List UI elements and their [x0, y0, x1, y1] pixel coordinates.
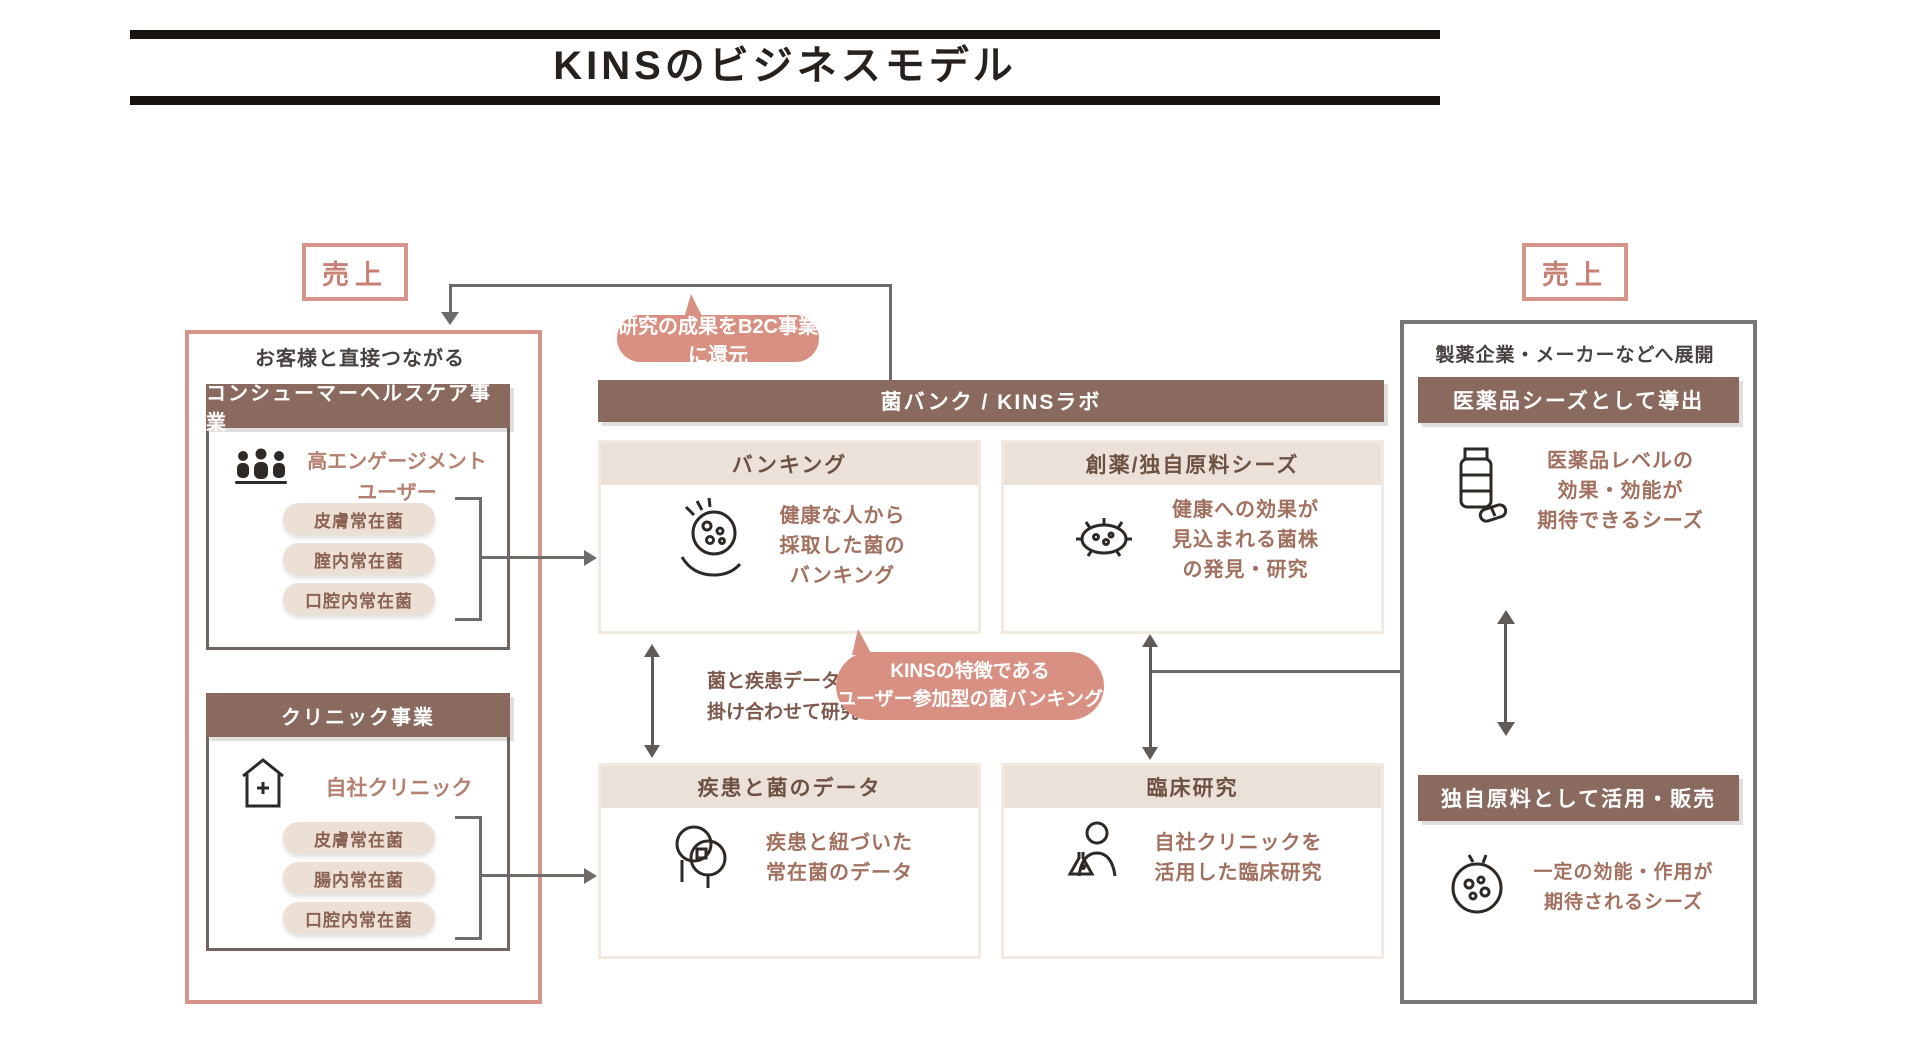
pharma-seeds-content: 医薬品レベルの 効果・効能が 期待できるシーズ: [1418, 445, 1739, 536]
clinic-business-title: クリニック事業: [206, 693, 510, 737]
callout-kins-tail: [852, 629, 872, 655]
cross-arrow-down-icon: [644, 745, 660, 758]
flora-chip: 口腔内常在菌: [283, 583, 435, 615]
disease-data-box: 疾患と菌のデータ 疾患と紐づいた 常在菌のデータ: [598, 763, 981, 959]
b2b-section-box: [1400, 320, 1757, 1004]
ingredient-text: 一定の効能・作用が 期待されるシーズ: [1533, 861, 1714, 913]
callout-user-banking: KINSの特徴である ユーザー参加型の菌バンキング: [836, 652, 1104, 720]
culture-dish-icon: [1443, 848, 1511, 927]
flora-chip: 皮膚常在菌: [283, 503, 435, 535]
kins-lab-title: 菌バンク / KINSラボ: [598, 380, 1384, 422]
researcher-flask-icon: [1063, 818, 1125, 897]
title-rule-bottom: [130, 96, 1440, 105]
consumer-arrow-right-icon: [584, 550, 597, 566]
feedback-line-vertical-left: [449, 286, 452, 313]
consumer-healthcare-title: コンシューマーヘルスケア事業: [206, 383, 510, 434]
ingredient-title: 独自原料として活用・販売: [1418, 775, 1739, 821]
cross-analysis-note: 菌と疾患データを 掛け合わせて研究: [706, 671, 859, 723]
pharma-seeds-title: 医薬品シーズとして導出: [1418, 377, 1739, 423]
callout-b2c: 研究の成果をB2C事業に還元: [617, 315, 819, 367]
sales-badge-right: 売上: [1522, 243, 1628, 301]
consumer-bracket: [455, 497, 482, 621]
clinical-research-text: 自社クリニックを 活用した臨床研究: [1154, 831, 1323, 884]
clinic-to-bank-line: [481, 874, 585, 877]
medicine-bottle-icon: [1453, 445, 1511, 536]
feedback-arrow-down-icon: [441, 312, 459, 325]
crowd-icon: [233, 445, 289, 496]
page-title: KINSのビジネスモデル: [553, 44, 1017, 88]
sales-badge-left: 売上: [302, 243, 408, 301]
flora-chip: 口腔内常在菌: [283, 902, 435, 934]
cross-arrow-line: [651, 655, 654, 747]
consumer-to-bank-line: [481, 556, 585, 559]
flora-chip: 腟内常在菌: [283, 543, 435, 575]
b2c-section-header: お客様と直接つながる: [255, 348, 465, 370]
b2b-arrow-up-icon: [1497, 610, 1515, 624]
banking-title: バンキング: [601, 443, 978, 485]
callout-b2c-tail: [684, 294, 703, 318]
banking-text: 健康な人から 採取した菌の バンキング: [779, 504, 906, 587]
clinic-building-icon: [237, 754, 289, 817]
seeds-clinical-arrow-up-icon: [1142, 634, 1158, 647]
disease-data-title: 疾患と菌のデータ: [601, 766, 978, 808]
clinic-arrow-right-icon: [584, 868, 597, 884]
ingredient-content: 一定の効能・作用が 期待されるシーズ: [1418, 848, 1739, 927]
hand-bacteria-icon: [674, 495, 750, 596]
consumer-healthcare-box: コンシューマーヘルスケア事業 高エンゲージメント ユーザー 皮膚常在菌 腟内常在…: [206, 383, 510, 650]
clinic-business-box: クリニック事業 自社クリニック 皮膚常在菌 腸内常在菌 口腔内常在菌: [206, 693, 510, 951]
seeds-title: 創薬/独自原料シーズ: [1004, 443, 1381, 485]
b2b-arrow-line: [1504, 622, 1507, 724]
clinic-text: 自社クリニック: [325, 777, 473, 800]
microbe-icon: [1066, 508, 1142, 573]
seeds-clinical-arrow-line: [1149, 645, 1152, 749]
flora-chip: 皮膚常在菌: [283, 822, 435, 854]
clinical-research-title: 臨床研究: [1004, 766, 1381, 808]
feedback-line-horizontal: [449, 284, 892, 287]
consumer-user-line1: 高エンゲージメント: [307, 451, 487, 473]
consumer-user-text: 高エンゲージメント ユーザー: [297, 447, 497, 509]
b2b-section-header: 製薬企業・メーカーなどへ展開: [1435, 345, 1715, 366]
cross-arrow-up-icon: [644, 644, 660, 657]
consumer-user-line2: ユーザー: [357, 482, 437, 504]
overlapping-circles-icon: [666, 818, 736, 897]
disease-data-text: 疾患と紐づいた 常在菌のデータ: [766, 831, 913, 884]
seeds-text: 健康への効果が 見込まれる菌株 の発見・研究: [1172, 499, 1319, 581]
flora-chip: 腸内常在菌: [283, 862, 435, 894]
title-rule-top: [130, 30, 1440, 39]
clinic-bracket: [455, 816, 482, 940]
pharma-seeds-text: 医薬品レベルの 効果・効能が 期待できるシーズ: [1537, 449, 1704, 532]
banking-box: バンキング 健康な人から 採取した菌の バンキング: [598, 440, 981, 634]
seeds-box: 創薬/独自原料シーズ 健康への効果が 見込まれる菌株 の発見・研究: [1001, 440, 1384, 634]
lab-to-b2b-line: [1152, 670, 1506, 673]
seeds-clinical-arrow-down-icon: [1142, 747, 1158, 760]
clinical-research-box: 臨床研究 自社クリニックを 活用した臨床研究: [1001, 763, 1384, 959]
feedback-line-vertical-right: [889, 286, 892, 380]
b2b-arrow-down-icon: [1497, 722, 1515, 736]
